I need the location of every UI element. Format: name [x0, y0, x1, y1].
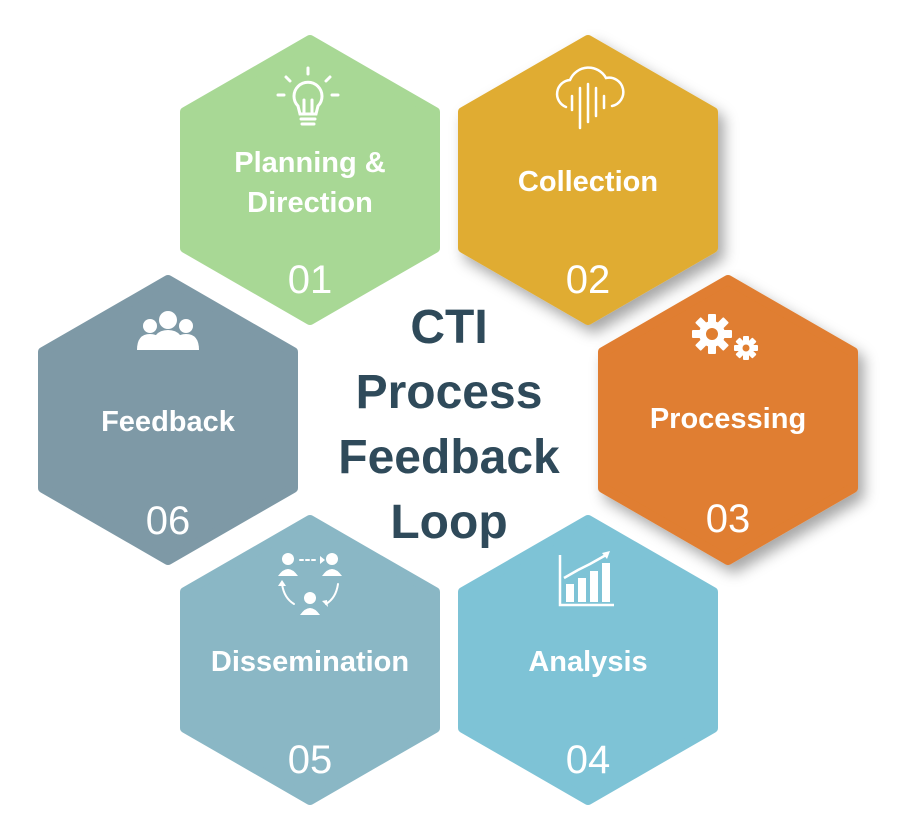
step-label-line: Analysis	[528, 646, 647, 678]
title-line: Process	[356, 366, 543, 419]
step-processing: Processing 03	[598, 275, 858, 565]
hexagon-planning	[180, 35, 440, 325]
hexagon-processing	[598, 275, 858, 565]
step-label-line: Processing	[650, 403, 806, 435]
step-number: 04	[566, 738, 611, 782]
center-title: CTI Process Feedback Loop	[338, 301, 560, 549]
cloud-rain-icon	[555, 66, 625, 130]
step-number: 03	[706, 497, 751, 541]
hexagon-dissemination	[180, 515, 440, 805]
step-label-line: Collection	[518, 166, 658, 198]
step-label-line: Direction	[247, 187, 373, 219]
step-label-line: Dissemination	[211, 646, 409, 678]
step-number: 06	[146, 499, 191, 543]
hexagon-feedback	[38, 275, 298, 565]
step-dissemination: Dissemination 05	[180, 515, 440, 805]
group-icon	[137, 311, 199, 350]
step-feedback: Feedback 06	[38, 275, 298, 565]
bar-chart-icon	[558, 551, 614, 607]
step-planning-direction: Planning & Direction 01	[180, 35, 440, 325]
gears-icon	[692, 314, 758, 360]
people-cycle-icon	[278, 553, 342, 615]
step-label-line: Feedback	[101, 406, 236, 438]
step-number: 02	[566, 258, 611, 302]
hexagon-analysis	[458, 515, 718, 805]
title-line: Feedback	[338, 431, 560, 484]
step-collection: Collection 02	[458, 35, 718, 325]
hexagon-collection	[458, 35, 718, 325]
title-line: CTI	[410, 301, 487, 354]
step-number: 01	[288, 258, 333, 302]
title-line: Loop	[390, 496, 507, 549]
step-number: 05	[288, 738, 333, 782]
lightbulb-icon	[276, 66, 340, 126]
step-analysis: Analysis 04	[458, 515, 718, 805]
step-label-line: Planning &	[234, 147, 386, 179]
